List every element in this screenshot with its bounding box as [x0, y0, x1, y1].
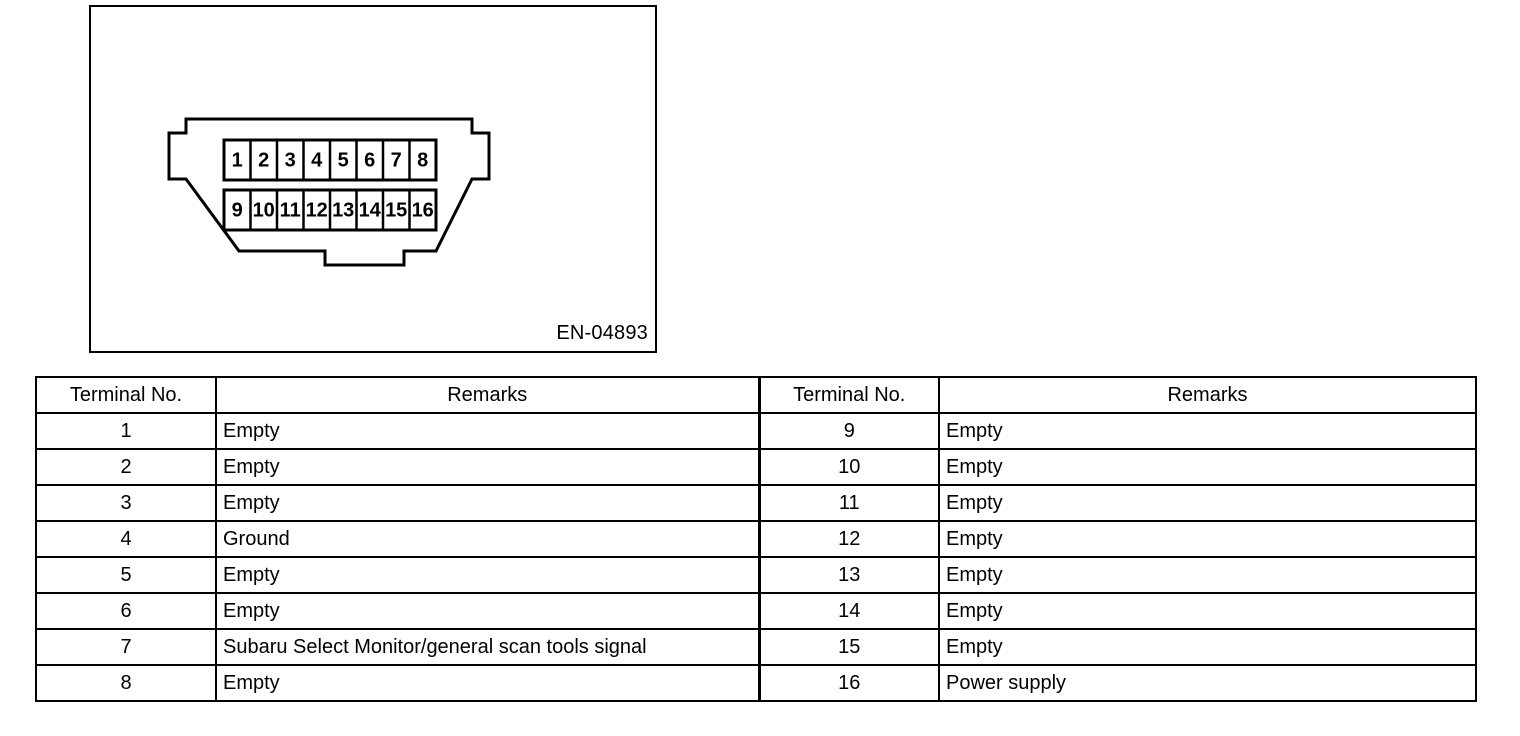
- figure-code-label: EN-04893: [556, 322, 648, 344]
- remarks-cell: Empty: [938, 628, 1477, 666]
- pin-label-5: 5: [338, 149, 349, 171]
- pin-label-7: 7: [391, 149, 402, 171]
- remarks-cell: Empty: [215, 412, 761, 450]
- terminal-no-cell: 14: [757, 592, 940, 630]
- table-row: 5 Empty 13 Empty: [35, 556, 1477, 594]
- header-terminal-no-right: Terminal No.: [757, 376, 940, 414]
- remarks-cell: Empty: [938, 448, 1477, 486]
- remarks-cell: Empty: [938, 520, 1477, 558]
- remarks-cell: Empty: [938, 592, 1477, 630]
- terminal-no-cell: 8: [35, 664, 217, 702]
- pin-label-3: 3: [285, 149, 296, 171]
- terminal-no-cell: 6: [35, 592, 217, 630]
- pin-label-14: 14: [359, 199, 382, 221]
- terminal-no-cell: 11: [757, 484, 940, 522]
- pin-dividers-bottom: [249, 190, 411, 230]
- remarks-cell: Ground: [215, 520, 761, 558]
- remarks-cell: Subaru Select Monitor/general scan tools…: [215, 628, 761, 666]
- pin-label-16: 16: [412, 199, 434, 221]
- table-row: 2 Empty 10 Empty: [35, 448, 1477, 486]
- pin-label-1: 1: [232, 149, 243, 171]
- data-link-connector-diagram: 1 2 3 4 5 6 7 8 9 10 11 12 13 14 15 16: [167, 117, 491, 267]
- pin-label-8: 8: [417, 149, 428, 171]
- pin-label-11: 11: [280, 199, 301, 221]
- terminal-no-cell: 13: [757, 556, 940, 594]
- pin-label-13: 13: [332, 199, 354, 221]
- pin-label-6: 6: [364, 149, 375, 171]
- remarks-cell: Empty: [215, 448, 761, 486]
- terminal-assignment-table: Terminal No. Remarks Terminal No. Remark…: [35, 376, 1477, 702]
- remarks-cell: Empty: [215, 556, 761, 594]
- header-terminal-no-left: Terminal No.: [35, 376, 217, 414]
- remarks-cell: Empty: [938, 556, 1477, 594]
- pin-label-9: 9: [232, 199, 243, 221]
- remarks-cell: Power supply: [938, 664, 1477, 702]
- terminal-table-container: Terminal No. Remarks Terminal No. Remark…: [35, 376, 1477, 702]
- terminal-no-cell: 16: [757, 664, 940, 702]
- terminal-no-cell: 12: [757, 520, 940, 558]
- terminal-no-cell: 7: [35, 628, 217, 666]
- terminal-no-cell: 15: [757, 628, 940, 666]
- table-row: 7 Subaru Select Monitor/general scan too…: [35, 628, 1477, 666]
- terminal-no-cell: 10: [757, 448, 940, 486]
- terminal-no-cell: 9: [757, 412, 940, 450]
- remarks-cell: Empty: [215, 664, 761, 702]
- header-remarks-right: Remarks: [938, 376, 1477, 414]
- pin-label-15: 15: [385, 199, 407, 221]
- table-row: 6 Empty 14 Empty: [35, 592, 1477, 630]
- remarks-cell: Empty: [938, 412, 1477, 450]
- terminal-no-cell: 1: [35, 412, 217, 450]
- table-header-row: Terminal No. Remarks Terminal No. Remark…: [35, 376, 1477, 414]
- table-row: 3 Empty 11 Empty: [35, 484, 1477, 522]
- remarks-cell: Empty: [215, 592, 761, 630]
- terminal-no-cell: 5: [35, 556, 217, 594]
- table-row: 4 Ground 12 Empty: [35, 520, 1477, 558]
- table-row: 8 Empty 16 Power supply: [35, 664, 1477, 702]
- table-row: 1 Empty 9 Empty: [35, 412, 1477, 450]
- remarks-cell: Empty: [215, 484, 761, 522]
- pin-label-10: 10: [253, 199, 275, 221]
- table-body: 1 Empty 9 Empty 2 Empty 10 Empty 3 Empty…: [35, 412, 1477, 702]
- connector-figure-panel: 1 2 3 4 5 6 7 8 9 10 11 12 13 14 15 16 E…: [89, 5, 657, 353]
- terminal-no-cell: 4: [35, 520, 217, 558]
- pin-dividers-top: [249, 140, 411, 180]
- terminal-no-cell: 2: [35, 448, 217, 486]
- header-remarks-left: Remarks: [215, 376, 761, 414]
- pin-label-4: 4: [311, 149, 323, 171]
- terminal-no-cell: 3: [35, 484, 217, 522]
- pin-label-12: 12: [306, 199, 328, 221]
- remarks-cell: Empty: [938, 484, 1477, 522]
- pin-label-2: 2: [258, 149, 269, 171]
